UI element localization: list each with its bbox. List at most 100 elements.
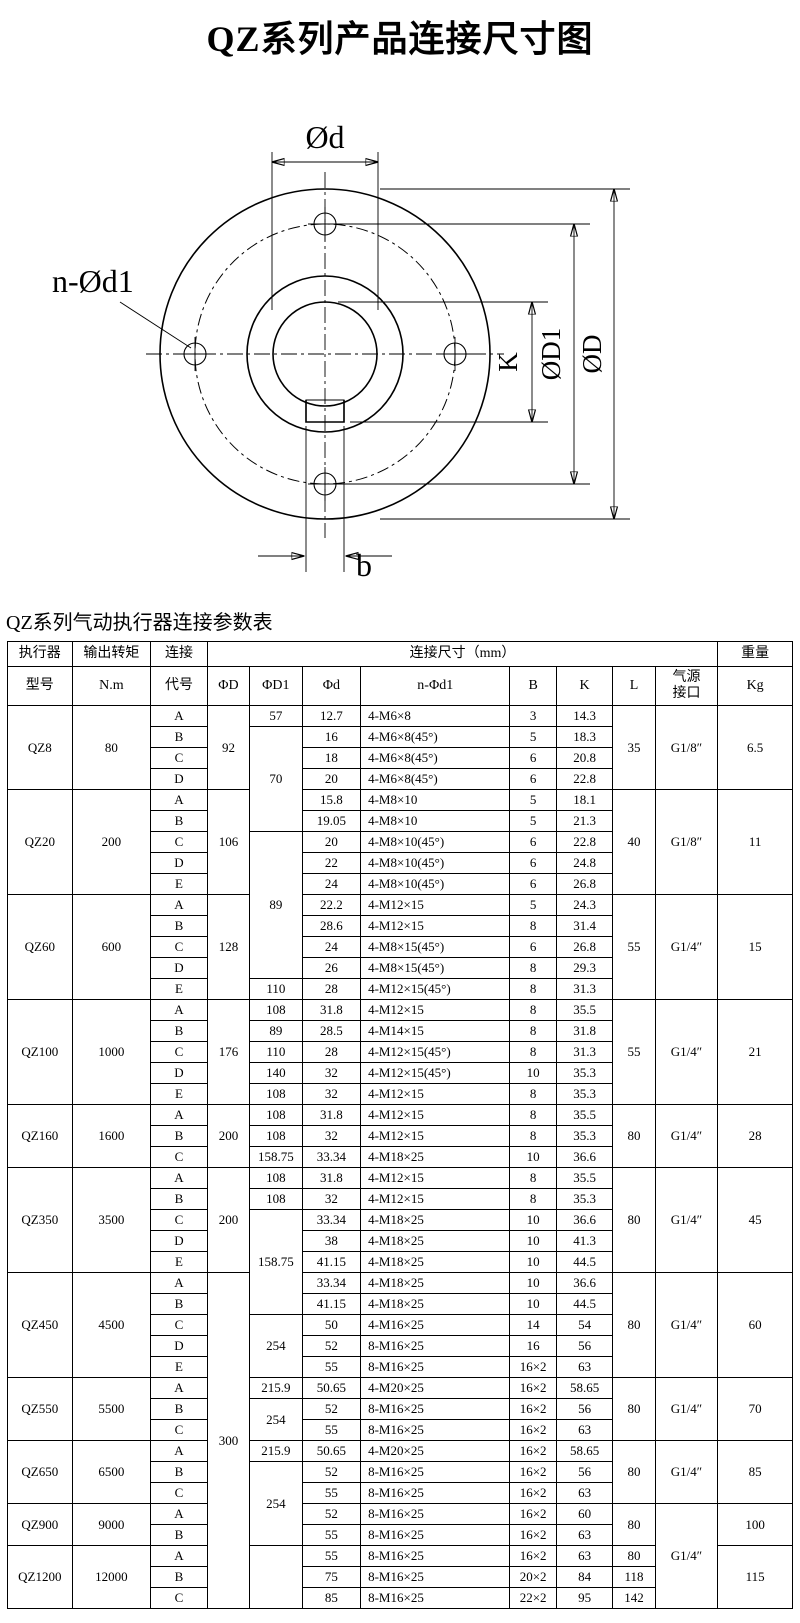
cell-nd1: 4-M12×15 — [360, 1125, 511, 1147]
cell-L: 40 — [612, 789, 656, 895]
cell-L: 55 — [612, 894, 656, 1000]
cell-B: 10 — [509, 1146, 557, 1168]
cell-c: C — [150, 936, 208, 958]
cell-d: 22.2 — [301, 894, 362, 916]
cell-c: B — [150, 726, 208, 748]
bolt-hole-bottom — [308, 467, 342, 501]
cell-nd1: 4-M8×15(45°) — [360, 957, 511, 979]
table-title: QZ系列气动执行器连接参数表 — [6, 612, 273, 634]
cell-B: 8 — [509, 915, 557, 937]
cell-B: 8 — [509, 1125, 557, 1147]
cell-kg: 45 — [717, 1167, 793, 1273]
cell-nd1: 4-M18×25 — [360, 1293, 511, 1315]
cell-D1: 215.9 — [249, 1377, 303, 1399]
cell-c: B — [150, 810, 208, 832]
cell-K: 14.3 — [555, 705, 614, 727]
cell-K: 35.5 — [555, 1104, 614, 1126]
cell-D: 106 — [206, 789, 251, 895]
cell-L: 80 — [612, 1167, 656, 1273]
cell-nd1: 8-M16×25 — [360, 1524, 511, 1546]
cell-K: 35.3 — [555, 1125, 614, 1147]
cell-d: 33.34 — [301, 1146, 362, 1168]
cell-m: QZ550 — [7, 1377, 73, 1441]
cell-p: G1/4″ — [654, 894, 719, 1000]
cell-K: 56 — [555, 1335, 614, 1357]
cell-L: 80 — [612, 1440, 656, 1504]
cell-K: 26.8 — [555, 936, 614, 958]
cell-B: 16×2 — [509, 1356, 557, 1378]
dim-label-od1: ØD1 — [536, 328, 566, 381]
cell-D1: 140 — [249, 1062, 303, 1084]
cell-c: D — [150, 1335, 208, 1357]
cell-m: QZ160 — [7, 1104, 73, 1168]
cell-c: E — [150, 1356, 208, 1378]
cell-c: B — [150, 1524, 208, 1546]
cell-c: C — [150, 1146, 208, 1168]
cell-K: 54 — [555, 1314, 614, 1336]
header-cell: K — [555, 666, 614, 706]
cell-kg: 28 — [717, 1104, 793, 1168]
cell-d: 32 — [301, 1083, 362, 1105]
cell-L: 80 — [612, 1545, 656, 1567]
cell-nd1: 4-M12×15 — [360, 915, 511, 937]
cell-B: 16×2 — [509, 1524, 557, 1546]
cell-nd1: 4-M18×25 — [360, 1272, 511, 1294]
cell-K: 21.3 — [555, 810, 614, 832]
cell-p: G1/8″ — [654, 705, 719, 790]
cell-B: 8 — [509, 1104, 557, 1126]
cell-B: 8 — [509, 1167, 557, 1189]
cell-tq: 600 — [71, 894, 152, 1000]
cell-B: 22×2 — [509, 1587, 557, 1609]
cell-c: B — [150, 1020, 208, 1042]
cell-B: 8 — [509, 1020, 557, 1042]
cell-c: C — [150, 1419, 208, 1441]
cell-L: 80 — [612, 1377, 656, 1441]
cell-nd1: 4-M12×15 — [360, 1188, 511, 1210]
cell-c: D — [150, 852, 208, 874]
flange-diagram-area: Ød n-Ød1 K ØD1 ØD b — [0, 104, 800, 596]
cell-tq: 12000 — [71, 1545, 152, 1609]
cell-kg: 11 — [717, 789, 793, 895]
cell-nd1: 8-M16×25 — [360, 1356, 511, 1378]
cell-m: QZ350 — [7, 1167, 73, 1273]
cell-B: 6 — [509, 936, 557, 958]
cell-nd1: 8-M16×25 — [360, 1503, 511, 1525]
dim-od: Ød — [272, 119, 378, 310]
header-cell: ΦD — [206, 666, 251, 706]
cell-d: 31.8 — [301, 999, 362, 1021]
cell-D1: 215.9 — [249, 1440, 303, 1462]
header-cell: 重量 — [717, 641, 793, 667]
cell-d: 24 — [301, 873, 362, 895]
cell-B: 16×2 — [509, 1398, 557, 1420]
cell-d: 52 — [301, 1461, 362, 1483]
cell-K: 35.3 — [555, 1083, 614, 1105]
cell-B: 10 — [509, 1230, 557, 1252]
cell-K: 31.3 — [555, 1041, 614, 1063]
header-cell: 连接 — [150, 641, 208, 667]
cell-d: 50 — [301, 1314, 362, 1336]
cell-d: 28.6 — [301, 915, 362, 937]
cell-B: 6 — [509, 768, 557, 790]
header-cell: ΦD1 — [249, 666, 303, 706]
cell-c: C — [150, 1482, 208, 1504]
cell-B: 16 — [509, 1335, 557, 1357]
cell-D1: 89 — [249, 831, 303, 979]
cell-tq: 5500 — [71, 1377, 152, 1441]
cell-d: 15.8 — [301, 789, 362, 811]
cell-K: 58.65 — [555, 1440, 614, 1462]
cell-B: 16×2 — [509, 1461, 557, 1483]
cell-L: 80 — [612, 1104, 656, 1168]
cell-K: 63 — [555, 1545, 614, 1567]
header-cell: n-Φd1 — [360, 666, 511, 706]
cell-L: 55 — [612, 999, 656, 1105]
header-cell: B — [509, 666, 557, 706]
